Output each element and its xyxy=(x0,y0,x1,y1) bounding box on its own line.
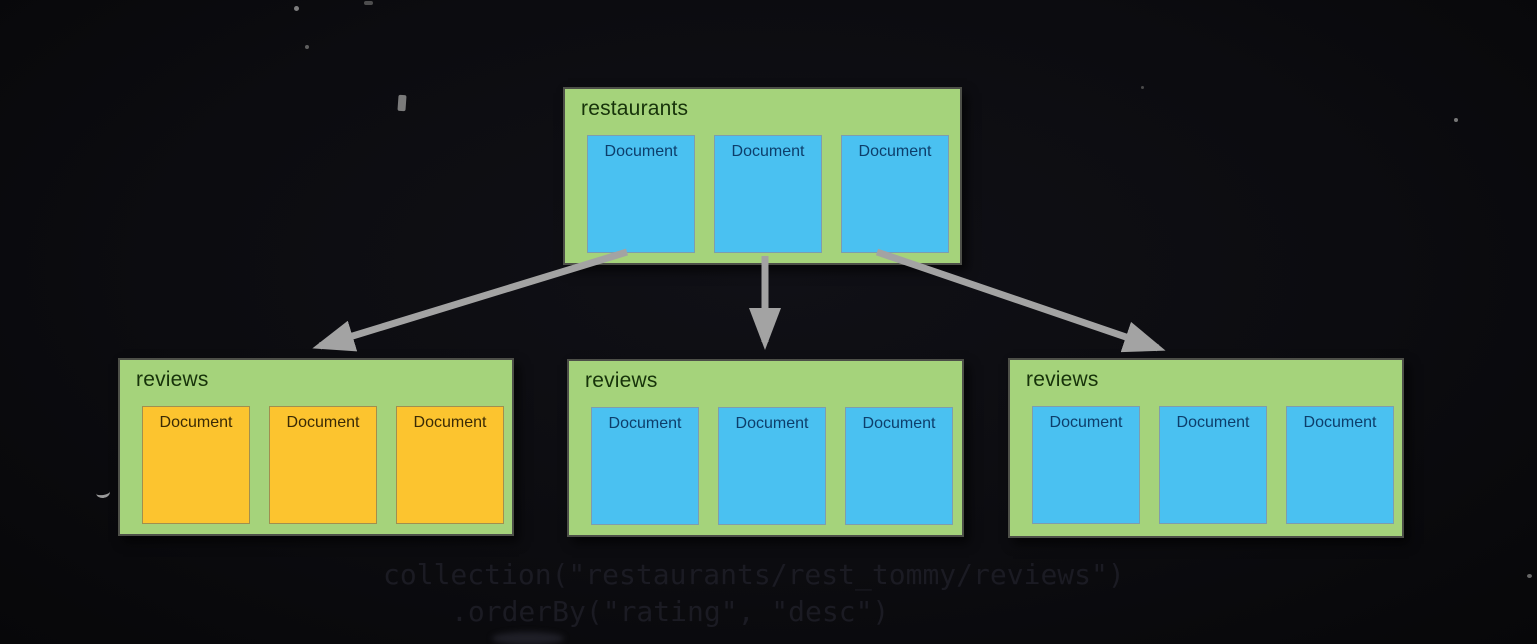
collection-title: reviews xyxy=(1026,368,1099,391)
document-card: Document xyxy=(841,135,949,253)
documents-row: Document Document Document xyxy=(587,135,949,253)
document-card: Document xyxy=(587,135,695,253)
noise-speck xyxy=(1454,118,1458,122)
document-label: Document xyxy=(1049,414,1123,431)
code-snippet: collection("restaurants/rest_tommy/revie… xyxy=(383,556,1125,630)
noise-speck xyxy=(305,45,309,49)
document-label: Document xyxy=(286,414,360,431)
document-label: Document xyxy=(159,414,233,431)
document-label: Document xyxy=(731,143,805,160)
document-label: Document xyxy=(1176,414,1250,431)
document-card: Document xyxy=(845,407,953,525)
document-card: Document xyxy=(1159,406,1267,524)
document-label: Document xyxy=(735,415,809,432)
document-card: Document xyxy=(269,406,377,524)
document-card: Document xyxy=(591,407,699,525)
document-label: Document xyxy=(604,143,678,160)
collection-box-reviews-middle: reviews Document Document Document xyxy=(567,359,964,537)
document-label: Document xyxy=(413,414,487,431)
collection-box-restaurants: restaurants Document Document Document xyxy=(563,87,962,265)
noise-speck xyxy=(1527,574,1532,578)
noise-speck xyxy=(95,486,111,499)
noise-speck xyxy=(294,6,299,11)
documents-row: Document Document Document xyxy=(1032,406,1394,524)
noise-speck xyxy=(1141,86,1144,89)
document-card: Document xyxy=(1286,406,1394,524)
arrow-restaurants-to-reviews-left xyxy=(312,248,629,352)
document-card: Document xyxy=(714,135,822,253)
document-card: Document xyxy=(396,406,504,524)
document-card: Document xyxy=(142,406,250,524)
noise-speck xyxy=(364,1,373,5)
document-card: Document xyxy=(1032,406,1140,524)
document-label: Document xyxy=(608,415,682,432)
documents-row: Document Document Document xyxy=(142,406,504,524)
collection-title: restaurants xyxy=(581,97,689,120)
collection-title: reviews xyxy=(136,368,209,391)
document-card: Document xyxy=(718,407,826,525)
document-label: Document xyxy=(862,415,936,432)
document-label: Document xyxy=(858,143,932,160)
noise-speck xyxy=(492,632,564,644)
documents-row: Document Document Document xyxy=(591,407,953,525)
collection-box-reviews-right: reviews Document Document Document xyxy=(1008,358,1404,538)
code-line: .orderBy("rating", "desc") xyxy=(451,595,890,628)
code-line: collection("restaurants/rest_tommy/revie… xyxy=(383,558,1125,591)
noise-speck xyxy=(397,94,407,112)
arrow-restaurants-to-reviews-right xyxy=(875,248,1166,353)
collection-box-reviews-left: reviews Document Document Document xyxy=(118,358,514,536)
document-label: Document xyxy=(1303,414,1377,431)
collection-title: reviews xyxy=(585,369,658,392)
